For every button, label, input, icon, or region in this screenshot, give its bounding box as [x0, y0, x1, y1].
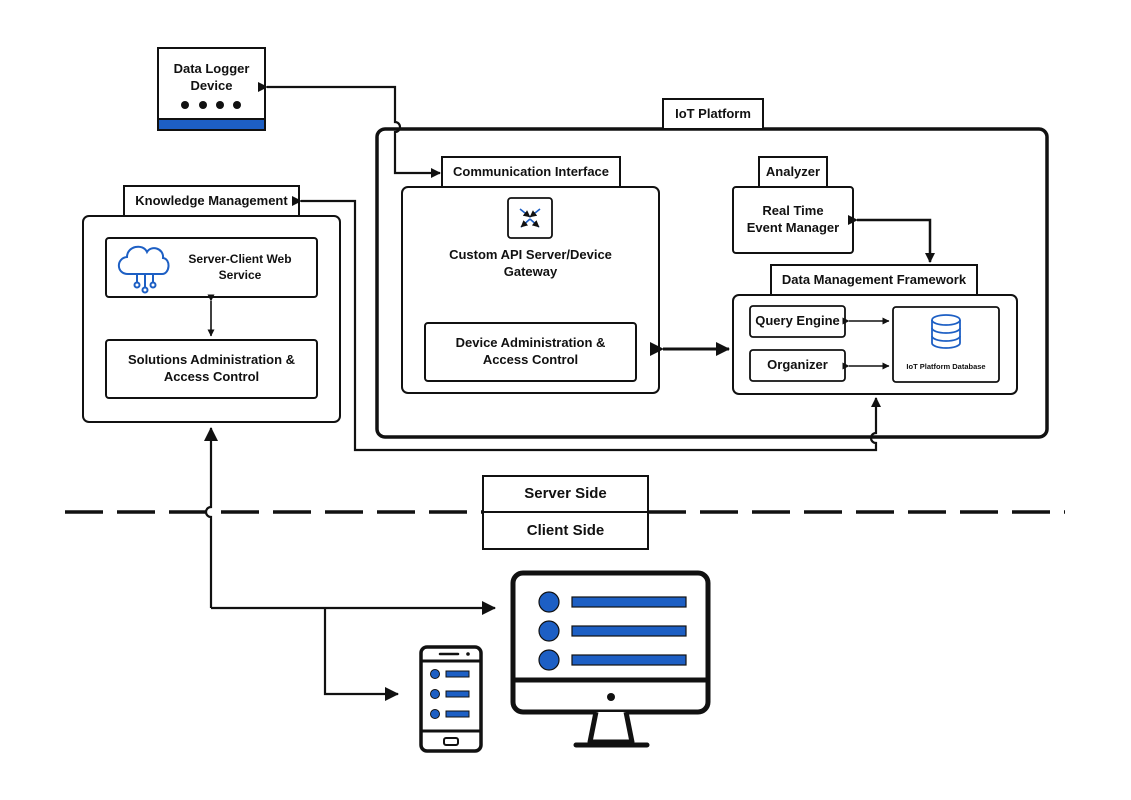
solutions-admin-label: Solutions Administration & Access Contro… — [127, 352, 296, 384]
server-side-label: Server Side — [524, 485, 607, 503]
data-logger-label: Data Logger Device — [173, 61, 250, 93]
cloud-network-icon — [117, 245, 170, 294]
database-label: IoT Platform Database — [906, 362, 986, 372]
knowledge-management-title: Knowledge Management — [135, 192, 288, 208]
device-admin-label: Device Administration & Access Control — [455, 335, 606, 367]
gateway-router-icon — [507, 197, 553, 239]
connector-to-mobile — [323, 608, 399, 701]
query-engine-label: Query Engine — [755, 313, 840, 329]
web-service-label: Server-Client Web Service — [188, 252, 292, 282]
organizer-label: Organizer — [767, 357, 828, 373]
server-client-divider — [65, 475, 1065, 550]
client-side-label: Client Side — [526, 522, 605, 540]
communication-interface-title: Communication Interface — [452, 163, 610, 179]
analyzer-title: Analyzer — [765, 163, 821, 179]
connector-event-manager-to-data-management — [848, 215, 935, 263]
iot-platform-title: IoT Platform — [675, 105, 751, 121]
connector-logger-to-comm — [258, 82, 441, 178]
connector-knowledge-to-data-management — [292, 196, 881, 452]
mobile-phone-icon — [419, 645, 483, 753]
data-management-title: Data Management Framework — [781, 271, 967, 287]
event-manager-label: Real Time Event Manager — [746, 203, 840, 235]
desktop-monitor-icon — [510, 570, 711, 748]
database-icon — [931, 314, 961, 349]
connector-client-to-knowledge — [204, 427, 218, 608]
gateway-label: Custom API Server/Device Gateway — [449, 247, 612, 279]
